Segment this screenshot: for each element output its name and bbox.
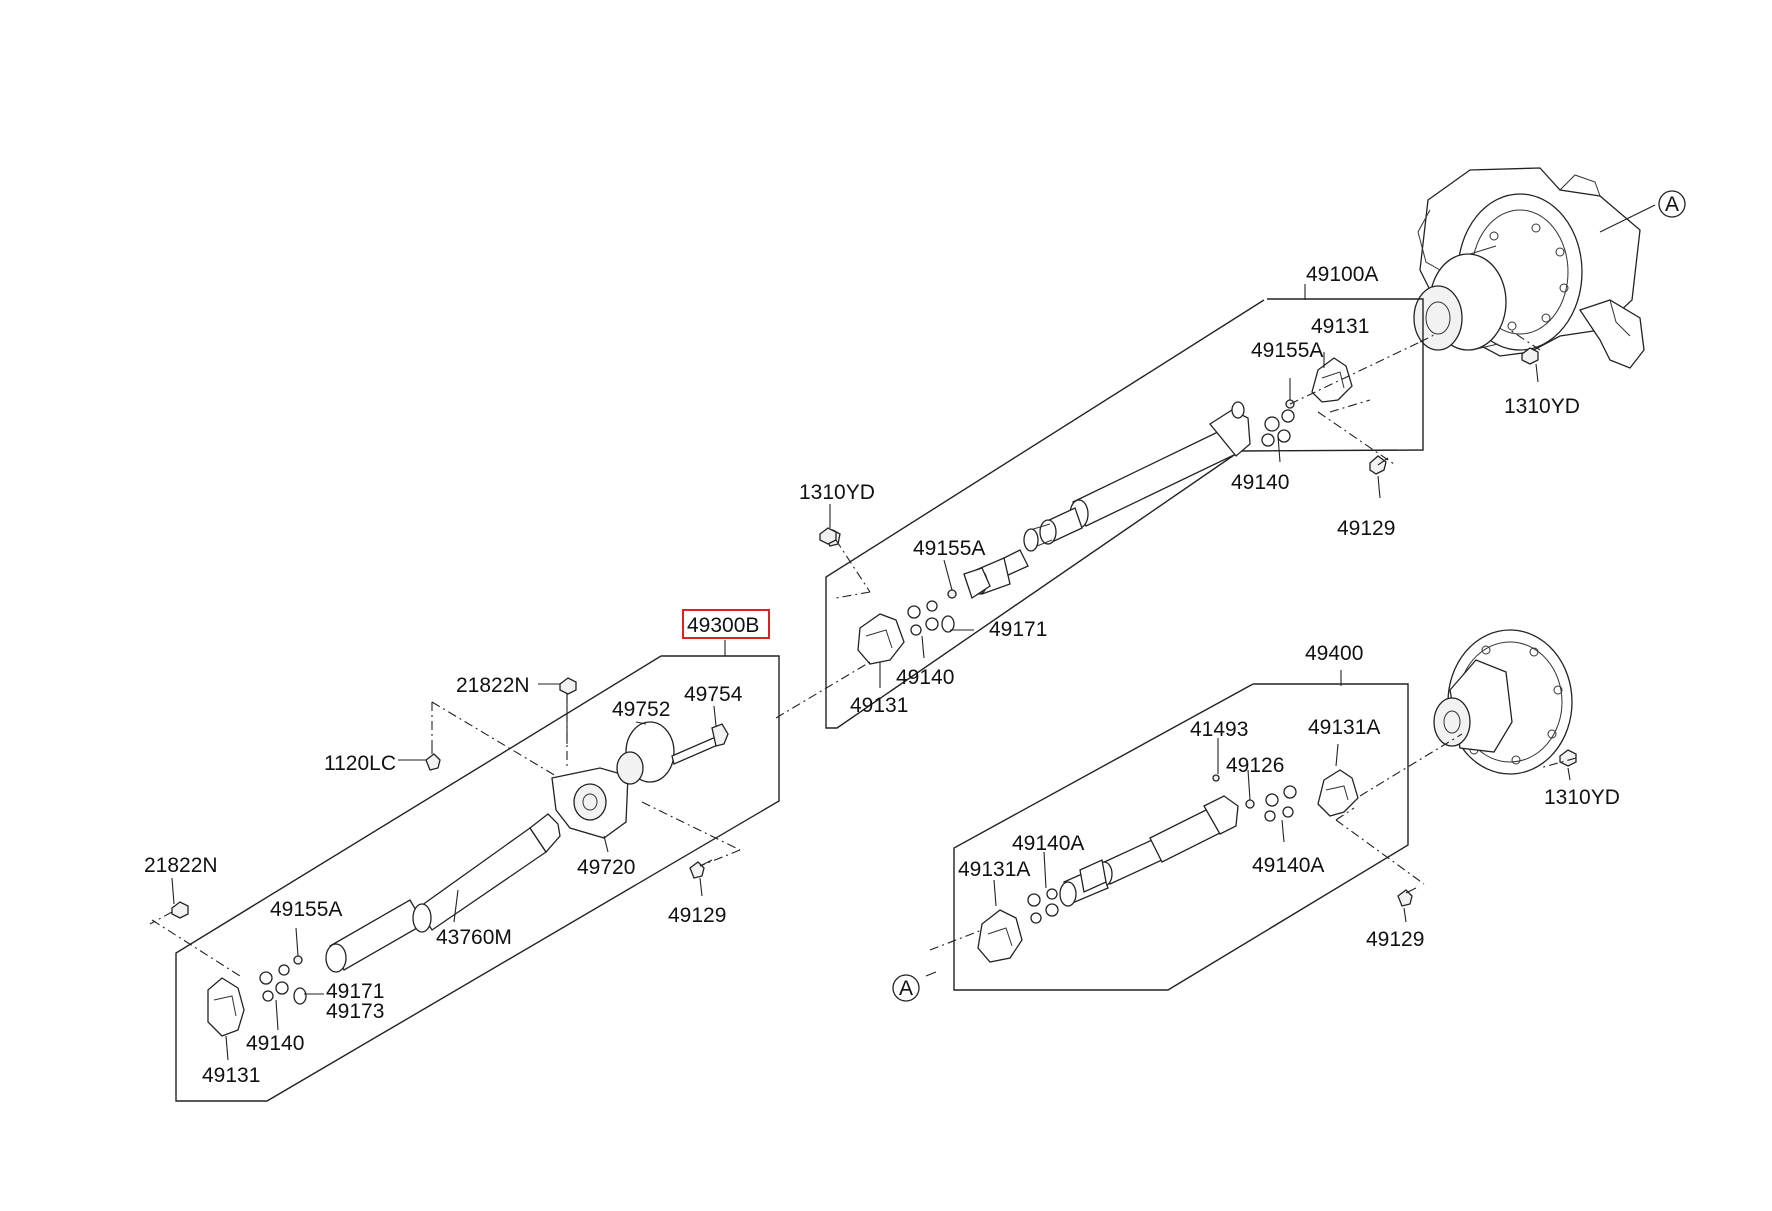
- nut-1310YD-rt: [1521, 347, 1539, 365]
- front-differential: [1433, 629, 1573, 775]
- shaft-49300B: [171, 677, 729, 1037]
- label-49129-front[interactable]: 49129: [1366, 928, 1424, 951]
- label-49754[interactable]: 49754: [684, 683, 743, 706]
- label-49173[interactable]: 49173: [326, 1000, 384, 1023]
- label-49129-rear[interactable]: 49129: [1337, 517, 1395, 540]
- label-49720[interactable]: 49720: [577, 856, 635, 879]
- label-49155A-rear[interactable]: 49155A: [1251, 339, 1323, 362]
- selected-part-highlight: [682, 609, 770, 639]
- callout-ref-top: A: [1665, 193, 1679, 216]
- label-49155A-left[interactable]: 49155A: [270, 898, 342, 921]
- label-49752[interactable]: 49752: [612, 698, 670, 721]
- shaft-49100A: [824, 357, 1389, 665]
- label-1310YD-mid[interactable]: 1310YD: [799, 481, 875, 504]
- label-21822N-top[interactable]: 21822N: [456, 674, 530, 697]
- label-49140-left[interactable]: 49140: [246, 1032, 304, 1055]
- label-49300B[interactable]: 49300B: [687, 614, 759, 637]
- label-1310YD-rear[interactable]: 1310YD: [1504, 395, 1580, 418]
- label-49171-left[interactable]: 49171: [326, 980, 384, 1003]
- rear-axle-housing: [1413, 167, 1645, 369]
- label-49131-left[interactable]: 49131: [202, 1064, 260, 1087]
- label-41493[interactable]: 41493: [1190, 718, 1248, 741]
- label-21822N-left[interactable]: 21822N: [144, 854, 218, 877]
- nut-1310YD-mid: [819, 527, 837, 545]
- assembly-frames: [175, 298, 1424, 1102]
- label-49131A-front[interactable]: 49131A: [958, 858, 1030, 881]
- frame-49400: [953, 683, 1409, 991]
- label-1310YD-front[interactable]: 1310YD: [1544, 786, 1620, 809]
- label-49140-mid[interactable]: 49140: [896, 666, 954, 689]
- shaft-49400: [977, 749, 1577, 963]
- callout-ref-bottom: A: [899, 977, 913, 1000]
- label-43760M[interactable]: 43760M: [436, 926, 512, 949]
- frame-49100A: [825, 298, 1424, 729]
- label-49140A-rear[interactable]: 49140A: [1252, 854, 1324, 877]
- label-49155A-mid[interactable]: 49155A: [913, 537, 985, 560]
- callout-circle-top: A: [1658, 190, 1686, 218]
- label-49171-mid[interactable]: 49171: [989, 618, 1047, 641]
- leader-lines: [171, 204, 1656, 1061]
- center-lines: [149, 329, 1577, 977]
- label-49131A-rear[interactable]: 49131A: [1308, 716, 1380, 739]
- label-49100A[interactable]: 49100A: [1306, 263, 1378, 286]
- label-49131-rear[interactable]: 49131: [1311, 315, 1369, 338]
- label-49129-left[interactable]: 49129: [668, 904, 726, 927]
- label-1120LC[interactable]: 1120LC: [324, 752, 396, 775]
- label-49131-mid[interactable]: 49131: [850, 694, 908, 717]
- label-49126[interactable]: 49126: [1226, 754, 1284, 777]
- callout-circle-bottom: A: [892, 974, 920, 1002]
- label-49140A-top[interactable]: 49140A: [1012, 832, 1084, 855]
- frame-49300B: [175, 655, 780, 1102]
- label-49400[interactable]: 49400: [1305, 642, 1363, 665]
- label-49140-rear[interactable]: 49140: [1231, 471, 1289, 494]
